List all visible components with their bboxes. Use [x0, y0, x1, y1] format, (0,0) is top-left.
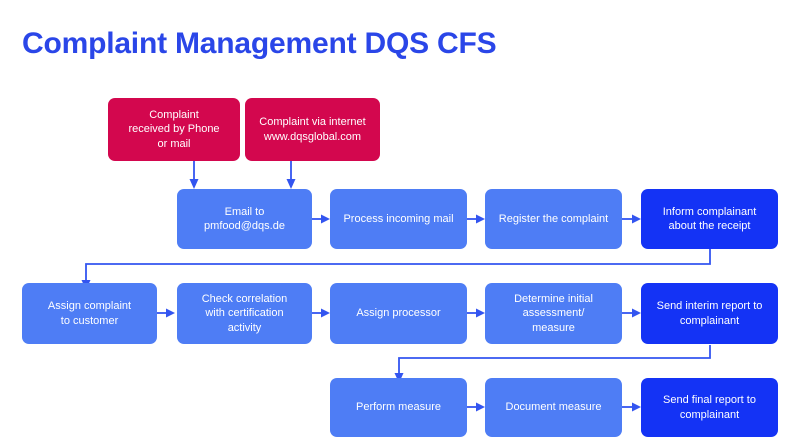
node-determine-initial-assessment[interactable]: Determine initial assessment/ measure	[485, 283, 622, 344]
edge-n8-n9	[312, 308, 330, 318]
edge-n4-n5	[467, 214, 485, 224]
edge-n7-n8	[157, 308, 175, 318]
edge-n12-n13	[467, 402, 485, 412]
node-check-correlation-certification[interactable]: Check correlation with certification act…	[177, 283, 312, 344]
node-send-interim-report[interactable]: Send interim report to complainant	[641, 283, 778, 344]
node-assign-processor[interactable]: Assign processor	[330, 283, 467, 344]
node-email-to-pmfood[interactable]: Email to pmfood@dqs.de	[177, 189, 312, 249]
node-document-measure[interactable]: Document measure	[485, 378, 622, 437]
node-perform-measure[interactable]: Perform measure	[330, 378, 467, 437]
edge-n3-n4	[312, 214, 330, 224]
page-title: Complaint Management DQS CFS	[22, 27, 497, 60]
node-inform-complainant-receipt[interactable]: Inform complainant about the receipt	[641, 189, 778, 249]
node-assign-complaint-to-customer[interactable]: Assign complaint to customer	[22, 283, 157, 344]
edge-n9-n10	[467, 308, 485, 318]
node-process-incoming-mail[interactable]: Process incoming mail	[330, 189, 467, 249]
edge-n10-n11	[622, 308, 641, 318]
node-register-the-complaint[interactable]: Register the complaint	[485, 189, 622, 249]
edge-n13-n14	[622, 402, 641, 412]
edge-n2-n3	[286, 161, 296, 189]
node-complaint-received-phone-mail[interactable]: Complaint received by Phone or mail	[108, 98, 240, 161]
edge-n5-n6	[622, 214, 641, 224]
edge-n1-n3	[189, 161, 199, 189]
node-complaint-via-internet[interactable]: Complaint via internet www.dqsglobal.com	[245, 98, 380, 161]
node-send-final-report[interactable]: Send final report to complainant	[641, 378, 778, 437]
